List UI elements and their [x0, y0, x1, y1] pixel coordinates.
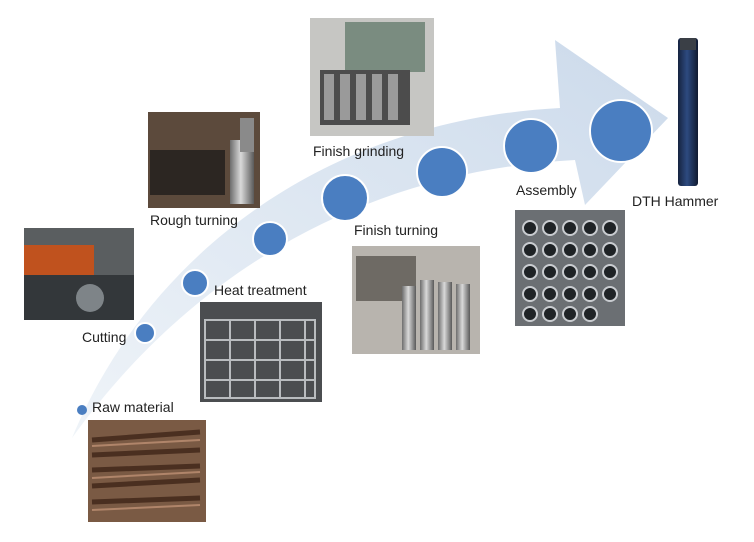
step-dot-finish-turning	[321, 174, 369, 222]
photo-rough-turning	[148, 112, 260, 208]
step-dot-raw-material	[77, 405, 87, 415]
photo-cutting	[24, 228, 134, 320]
step-dot-assembly	[503, 118, 559, 174]
photo-heat-treatment	[200, 302, 322, 402]
dth-hammer-image	[678, 38, 698, 186]
label-raw-material: Raw material	[92, 399, 174, 415]
step-dot-cutting	[134, 322, 156, 344]
photo-finish-grinding	[310, 18, 434, 136]
label-dth-hammer: DTH Hammer	[632, 193, 719, 209]
label-finish-grinding: Finish grinding	[313, 143, 405, 159]
step-dot-final	[589, 99, 653, 163]
step-dot-rough-turning	[252, 221, 288, 257]
label-heat-treatment: Heat treatment	[214, 282, 307, 298]
photo-raw-material	[88, 420, 206, 522]
label-finish-turning: Finish turning	[354, 222, 439, 238]
step-dot-heat-treatment	[181, 269, 209, 297]
photo-finish-turning	[352, 246, 480, 354]
photo-assembly	[515, 210, 625, 326]
step-dot-finish-grinding	[416, 146, 468, 198]
label-assembly: Assembly	[516, 182, 577, 198]
label-rough-turning: Rough turning	[150, 212, 238, 228]
label-cutting: Cutting	[82, 329, 127, 345]
